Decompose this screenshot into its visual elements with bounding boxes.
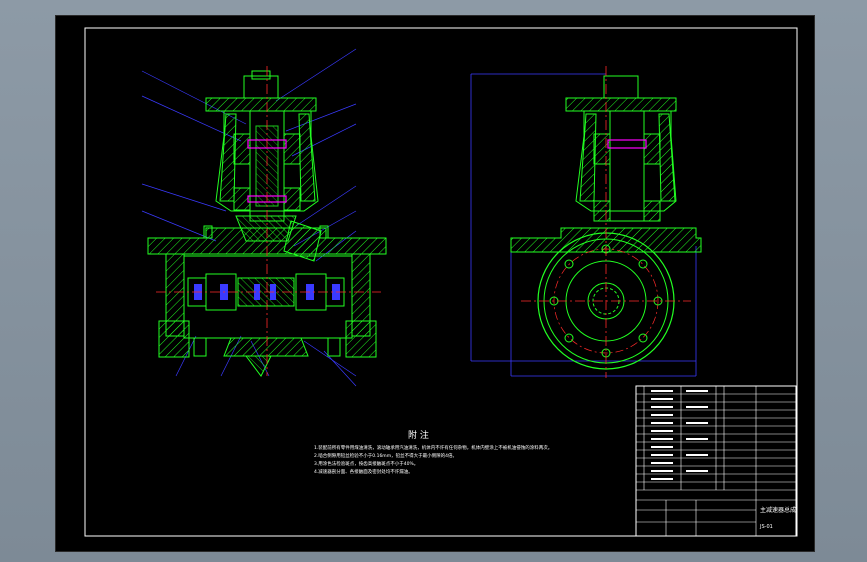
drawing-border (84, 27, 798, 537)
centerlines-right (521, 66, 691, 378)
notes-title: 附 注 (408, 429, 429, 441)
parts-list-grid (636, 386, 796, 536)
title-block: 主减速器总成 JS-01 (635, 385, 797, 537)
drawing-number: JS-01 (759, 524, 773, 530)
parts-list-rows (651, 390, 708, 480)
drawing-name: 主减速器总成 (760, 506, 796, 514)
technical-notes: 附 注 1.装配前所有零件用煤油清洗，滚动轴承用汽油清洗，机体内不许有任何杂物，… (314, 429, 552, 475)
section-view (141, 48, 387, 387)
note-line-3: 3.用涂色法检验斑点，按齿高接触斑点不小于40%。 (314, 460, 418, 467)
side-view (470, 66, 702, 378)
centerlines-left (156, 66, 381, 376)
note-line-1: 1.装配前所有零件用煤油清洗，滚动轴承用汽油清洗，机体内不许有任何杂物，机体内壁… (314, 444, 552, 451)
assembly-drawing: 附 注 1.装配前所有零件用煤油清洗，滚动轴承用汽油清洗，机体内不许有任何杂物，… (84, 27, 798, 537)
note-line-4: 4.减速器剖分面、各接触面及密封处均不许漏油。 (314, 468, 413, 475)
cad-viewport[interactable]: 附 注 1.装配前所有零件用煤油清洗，滚动轴承用汽油清洗，机体内不许有任何杂物，… (55, 15, 815, 552)
note-line-2: 2.啮合侧隙用铅丝检验不小于0.16mm，铅丝不得大于最小侧隙的4倍。 (314, 452, 457, 459)
